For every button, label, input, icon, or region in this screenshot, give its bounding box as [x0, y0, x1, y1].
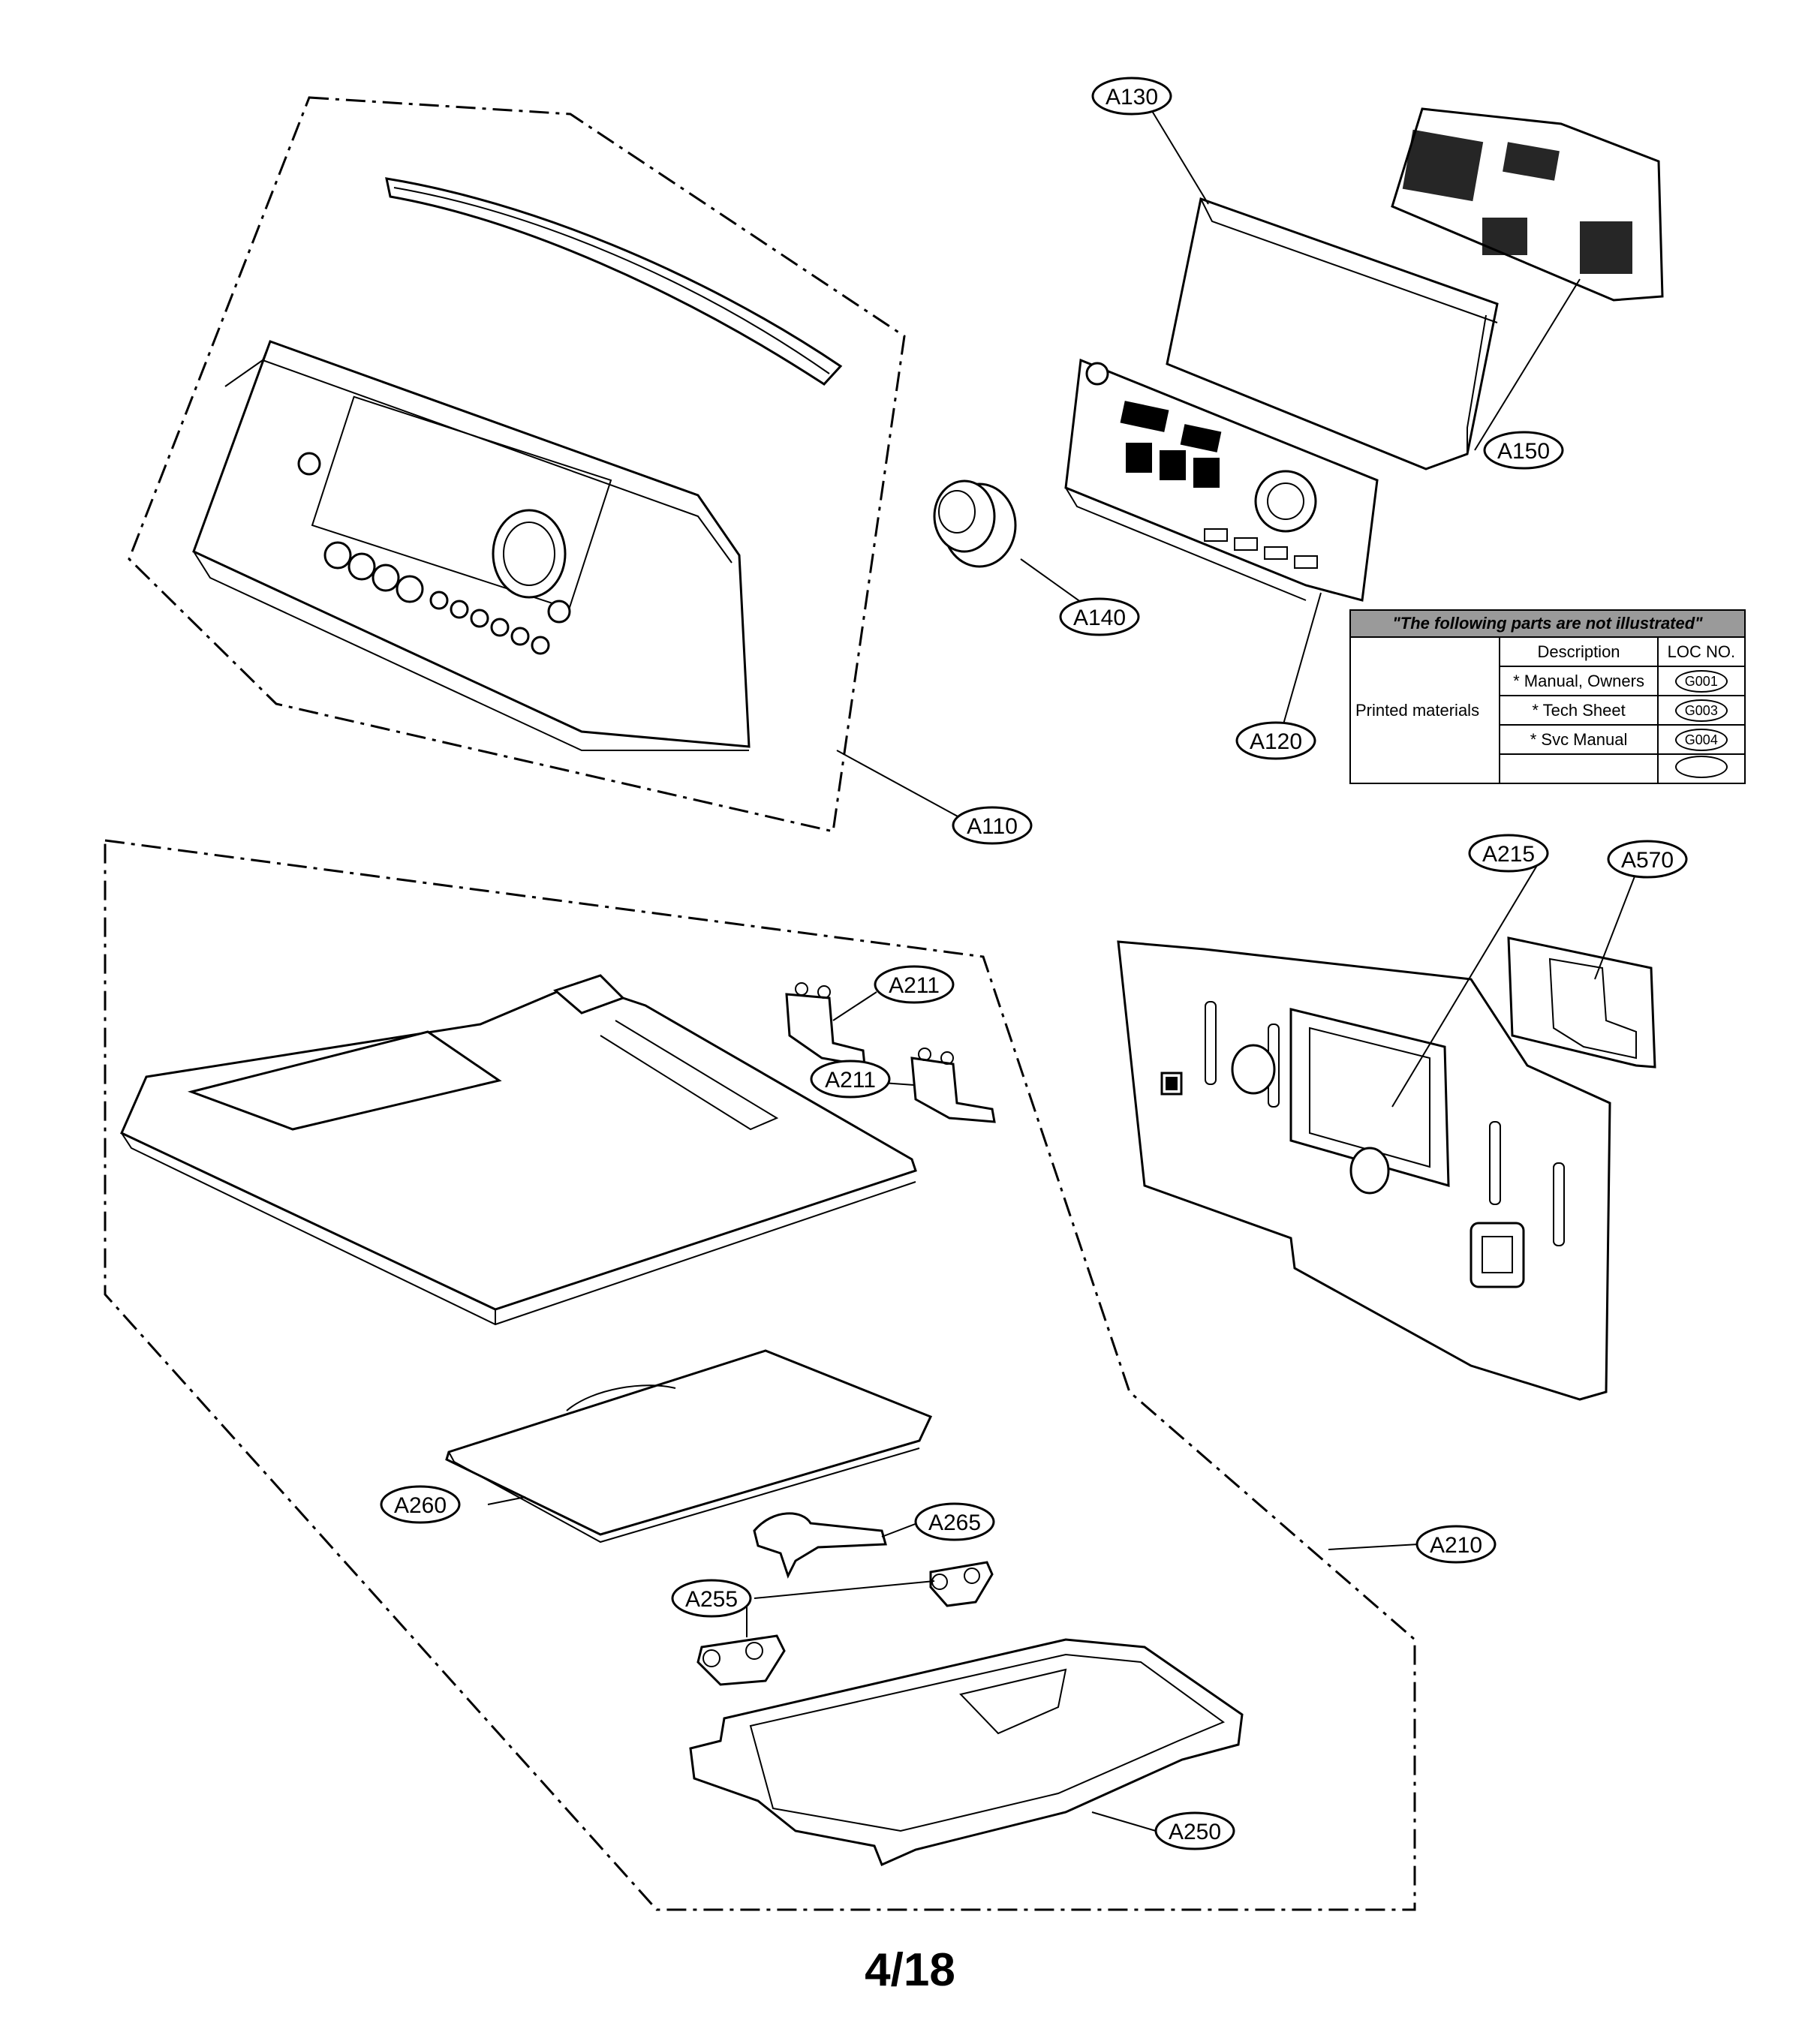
- back-panel-a215: [1117, 940, 1611, 1401]
- table-header: "The following parts are not illustrated…: [1349, 609, 1746, 638]
- label-a255: A255: [671, 1579, 752, 1618]
- label-a265-text: A265: [928, 1510, 981, 1535]
- label-a570: A570: [1607, 840, 1688, 879]
- row-description: * Tech Sheet: [1499, 695, 1659, 726]
- hinge-a211-bottom: [910, 1048, 996, 1123]
- label-a150-text: A150: [1497, 439, 1550, 464]
- table-row: * Manual, Owners G001: [1350, 666, 1746, 696]
- label-a130-text: A130: [1106, 85, 1158, 110]
- row-description: [1499, 753, 1659, 784]
- hinge-a255-right: [929, 1561, 994, 1607]
- row-loc: G004: [1656, 724, 1746, 755]
- label-a140: A140: [1059, 597, 1140, 636]
- label-a210: A210: [1415, 1525, 1497, 1564]
- label-a255-text: A255: [685, 1587, 738, 1612]
- loc-oval: G001: [1674, 669, 1728, 693]
- leader-lines: [487, 110, 1641, 1832]
- page-number: 4/18: [865, 1944, 955, 1996]
- label-a260-text: A260: [394, 1493, 447, 1518]
- a210-group-boundary: [104, 839, 1416, 1911]
- row-loc: [1656, 753, 1746, 784]
- label-a260: A260: [380, 1485, 461, 1524]
- hinge-a211-top: [785, 982, 866, 1067]
- label-a265: A265: [914, 1502, 995, 1541]
- col-description: Description: [1499, 636, 1659, 667]
- hinge-a255-left: [696, 1634, 786, 1686]
- label-a150: A150: [1483, 431, 1564, 470]
- lid-a260: [445, 1349, 933, 1544]
- not-illustrated-parts-table: "The following parts are not illustrated…: [1349, 609, 1746, 784]
- label-a210-text: A210: [1430, 1533, 1482, 1558]
- label-a140-text: A140: [1073, 606, 1126, 630]
- label-a120-text: A120: [1250, 729, 1302, 754]
- group-printed-materials: Printed materials: [1349, 636, 1501, 784]
- label-a215: A215: [1468, 834, 1549, 873]
- loc-oval: [1674, 755, 1728, 778]
- knob-part-a140: [933, 479, 1017, 568]
- label-a250-text: A250: [1169, 1820, 1221, 1844]
- col-loc-no: LOC NO.: [1656, 636, 1746, 667]
- loc-oval: G004: [1674, 728, 1728, 751]
- label-a570-text: A570: [1621, 848, 1674, 873]
- row-loc: G001: [1656, 666, 1746, 696]
- damper-a265: [753, 1512, 887, 1579]
- row-description: * Svc Manual: [1499, 724, 1659, 755]
- label-a250: A250: [1154, 1811, 1235, 1850]
- plate-a570: [1507, 936, 1656, 1069]
- label-a120: A120: [1235, 721, 1316, 760]
- table-row: * Tech Sheet G003: [1350, 695, 1746, 726]
- label-a110: A110: [952, 806, 1033, 845]
- a110-group-boundary: [128, 96, 906, 833]
- row-loc: G003: [1656, 695, 1746, 726]
- label-a211-top-text: A211: [889, 973, 940, 998]
- table-row: [1350, 753, 1746, 784]
- label-a215-text: A215: [1482, 842, 1535, 867]
- table-row: * Svc Manual G004: [1350, 724, 1746, 755]
- row-description: * Manual, Owners: [1499, 666, 1659, 696]
- control-panel-trim-strip: [385, 177, 843, 386]
- pcb-assembly-a120: [1064, 358, 1379, 602]
- top-cover: [120, 974, 917, 1326]
- label-a130: A130: [1091, 77, 1172, 116]
- label-a110-text: A110: [967, 814, 1018, 839]
- label-a211-bottom-text: A211: [825, 1068, 876, 1093]
- frame-a250: [689, 1638, 1244, 1867]
- cover-part-a150: [1391, 107, 1664, 302]
- pcb-cover-a130: [1166, 197, 1499, 470]
- label-a211-bottom: A211: [810, 1060, 891, 1099]
- label-a211-top: A211: [874, 965, 955, 1004]
- control-panel-housing: [192, 340, 751, 751]
- loc-oval: G003: [1674, 699, 1728, 722]
